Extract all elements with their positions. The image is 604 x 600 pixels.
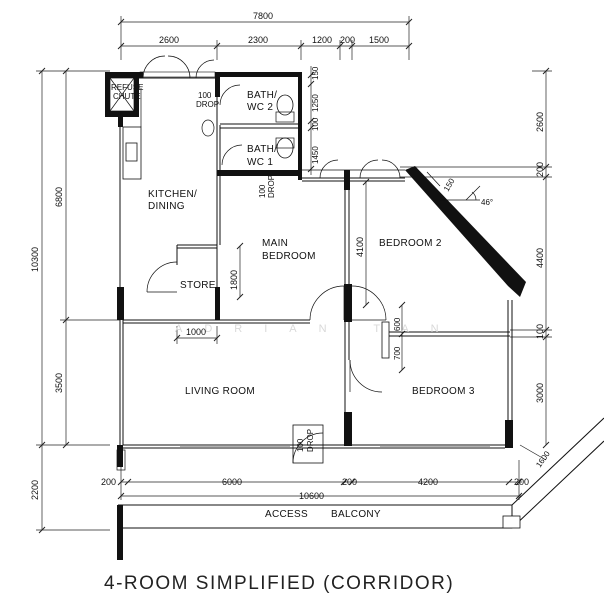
dim-b3-700: 700 [393, 346, 402, 360]
plan-caption: 4-ROOM SIMPLIFIED (CORRIDOR) [104, 573, 454, 594]
dimension-lines [36, 16, 552, 534]
dim-right-3000: 3000 [535, 383, 545, 403]
dim-right-100: 100 [535, 324, 545, 339]
dim-right-200: 200 [535, 162, 545, 177]
dim-diag-1600: 1600 [534, 449, 552, 469]
living-room-label: LIVING ROOM [185, 386, 255, 397]
drop1-value: 100 [198, 91, 212, 100]
bath-wc1-label-2: WC 1 [247, 157, 273, 168]
drop3-value: 100 [296, 438, 305, 452]
access-label: ACCESS [265, 509, 308, 520]
dim-store-1800: 1800 [229, 270, 239, 290]
dim-bottom-200a: 200 [101, 477, 116, 487]
dim-bath-1250: 1250 [311, 94, 320, 112]
drop2-value: 100 [258, 184, 267, 198]
dim-corner-150: 150 [442, 176, 457, 193]
dim-top-2600: 2600 [159, 35, 179, 45]
dim-right-2600: 2600 [535, 112, 545, 132]
main-bedroom-label-1: MAIN [262, 238, 288, 249]
bedroom3-label: BEDROOM 3 [412, 386, 475, 397]
dim-left-2200: 2200 [30, 480, 40, 500]
angle-label: 46° [481, 198, 493, 207]
balcony-label: BALCONY [331, 509, 381, 520]
dim-left-10300: 10300 [30, 247, 40, 272]
kitchen-label-2: DINING [148, 201, 185, 212]
bath-wc1-label-1: BATH/ [247, 144, 277, 155]
dim-top-total: 7800 [253, 11, 273, 21]
bedroom2-label: BEDROOM 2 [379, 238, 442, 249]
bath-wc2-label-2: WC 2 [247, 102, 273, 113]
dim-top-1500: 1500 [369, 35, 389, 45]
dim-bottom-4200: 4200 [418, 477, 438, 487]
dim-bottom-200c: 200 [514, 477, 529, 487]
dim-bath-1450: 1450 [311, 146, 320, 164]
dim-store-1000: 1000 [186, 327, 206, 337]
kitchen-label-1: KITCHEN/ [148, 189, 197, 200]
walls [105, 55, 604, 560]
dim-bottom-6000: 6000 [222, 477, 242, 487]
dim-b3-600: 600 [393, 317, 402, 331]
refuse-chute-label-1: REFUSE [111, 83, 143, 92]
drop3-label: DROP [306, 429, 315, 452]
dim-left-3500: 3500 [54, 373, 64, 393]
dim-bottom-200b: 200 [342, 477, 357, 487]
bath-wc2-label-1: BATH/ [247, 90, 277, 101]
dim-top-2300: 2300 [248, 35, 268, 45]
dim-bath-150: 150 [311, 66, 320, 80]
dim-left-6800: 6800 [54, 187, 64, 207]
dim-bath-100: 100 [311, 117, 320, 131]
main-bedroom-label-2: BEDROOM [262, 251, 316, 262]
drop1-label: DROP [196, 100, 219, 109]
store-label: STORE [180, 280, 216, 291]
refuse-chute-label-2: CHUTE [113, 92, 141, 101]
watermark: ADRIAN TAN [175, 323, 461, 335]
dim-bottom-10600: 10600 [299, 491, 324, 501]
dim-top-200: 200 [340, 35, 355, 45]
dim-top-1200: 1200 [312, 35, 332, 45]
dim-b2-4100: 4100 [355, 237, 365, 257]
dim-right-4400: 4400 [535, 248, 545, 268]
drop2-label: DROP [267, 175, 276, 198]
